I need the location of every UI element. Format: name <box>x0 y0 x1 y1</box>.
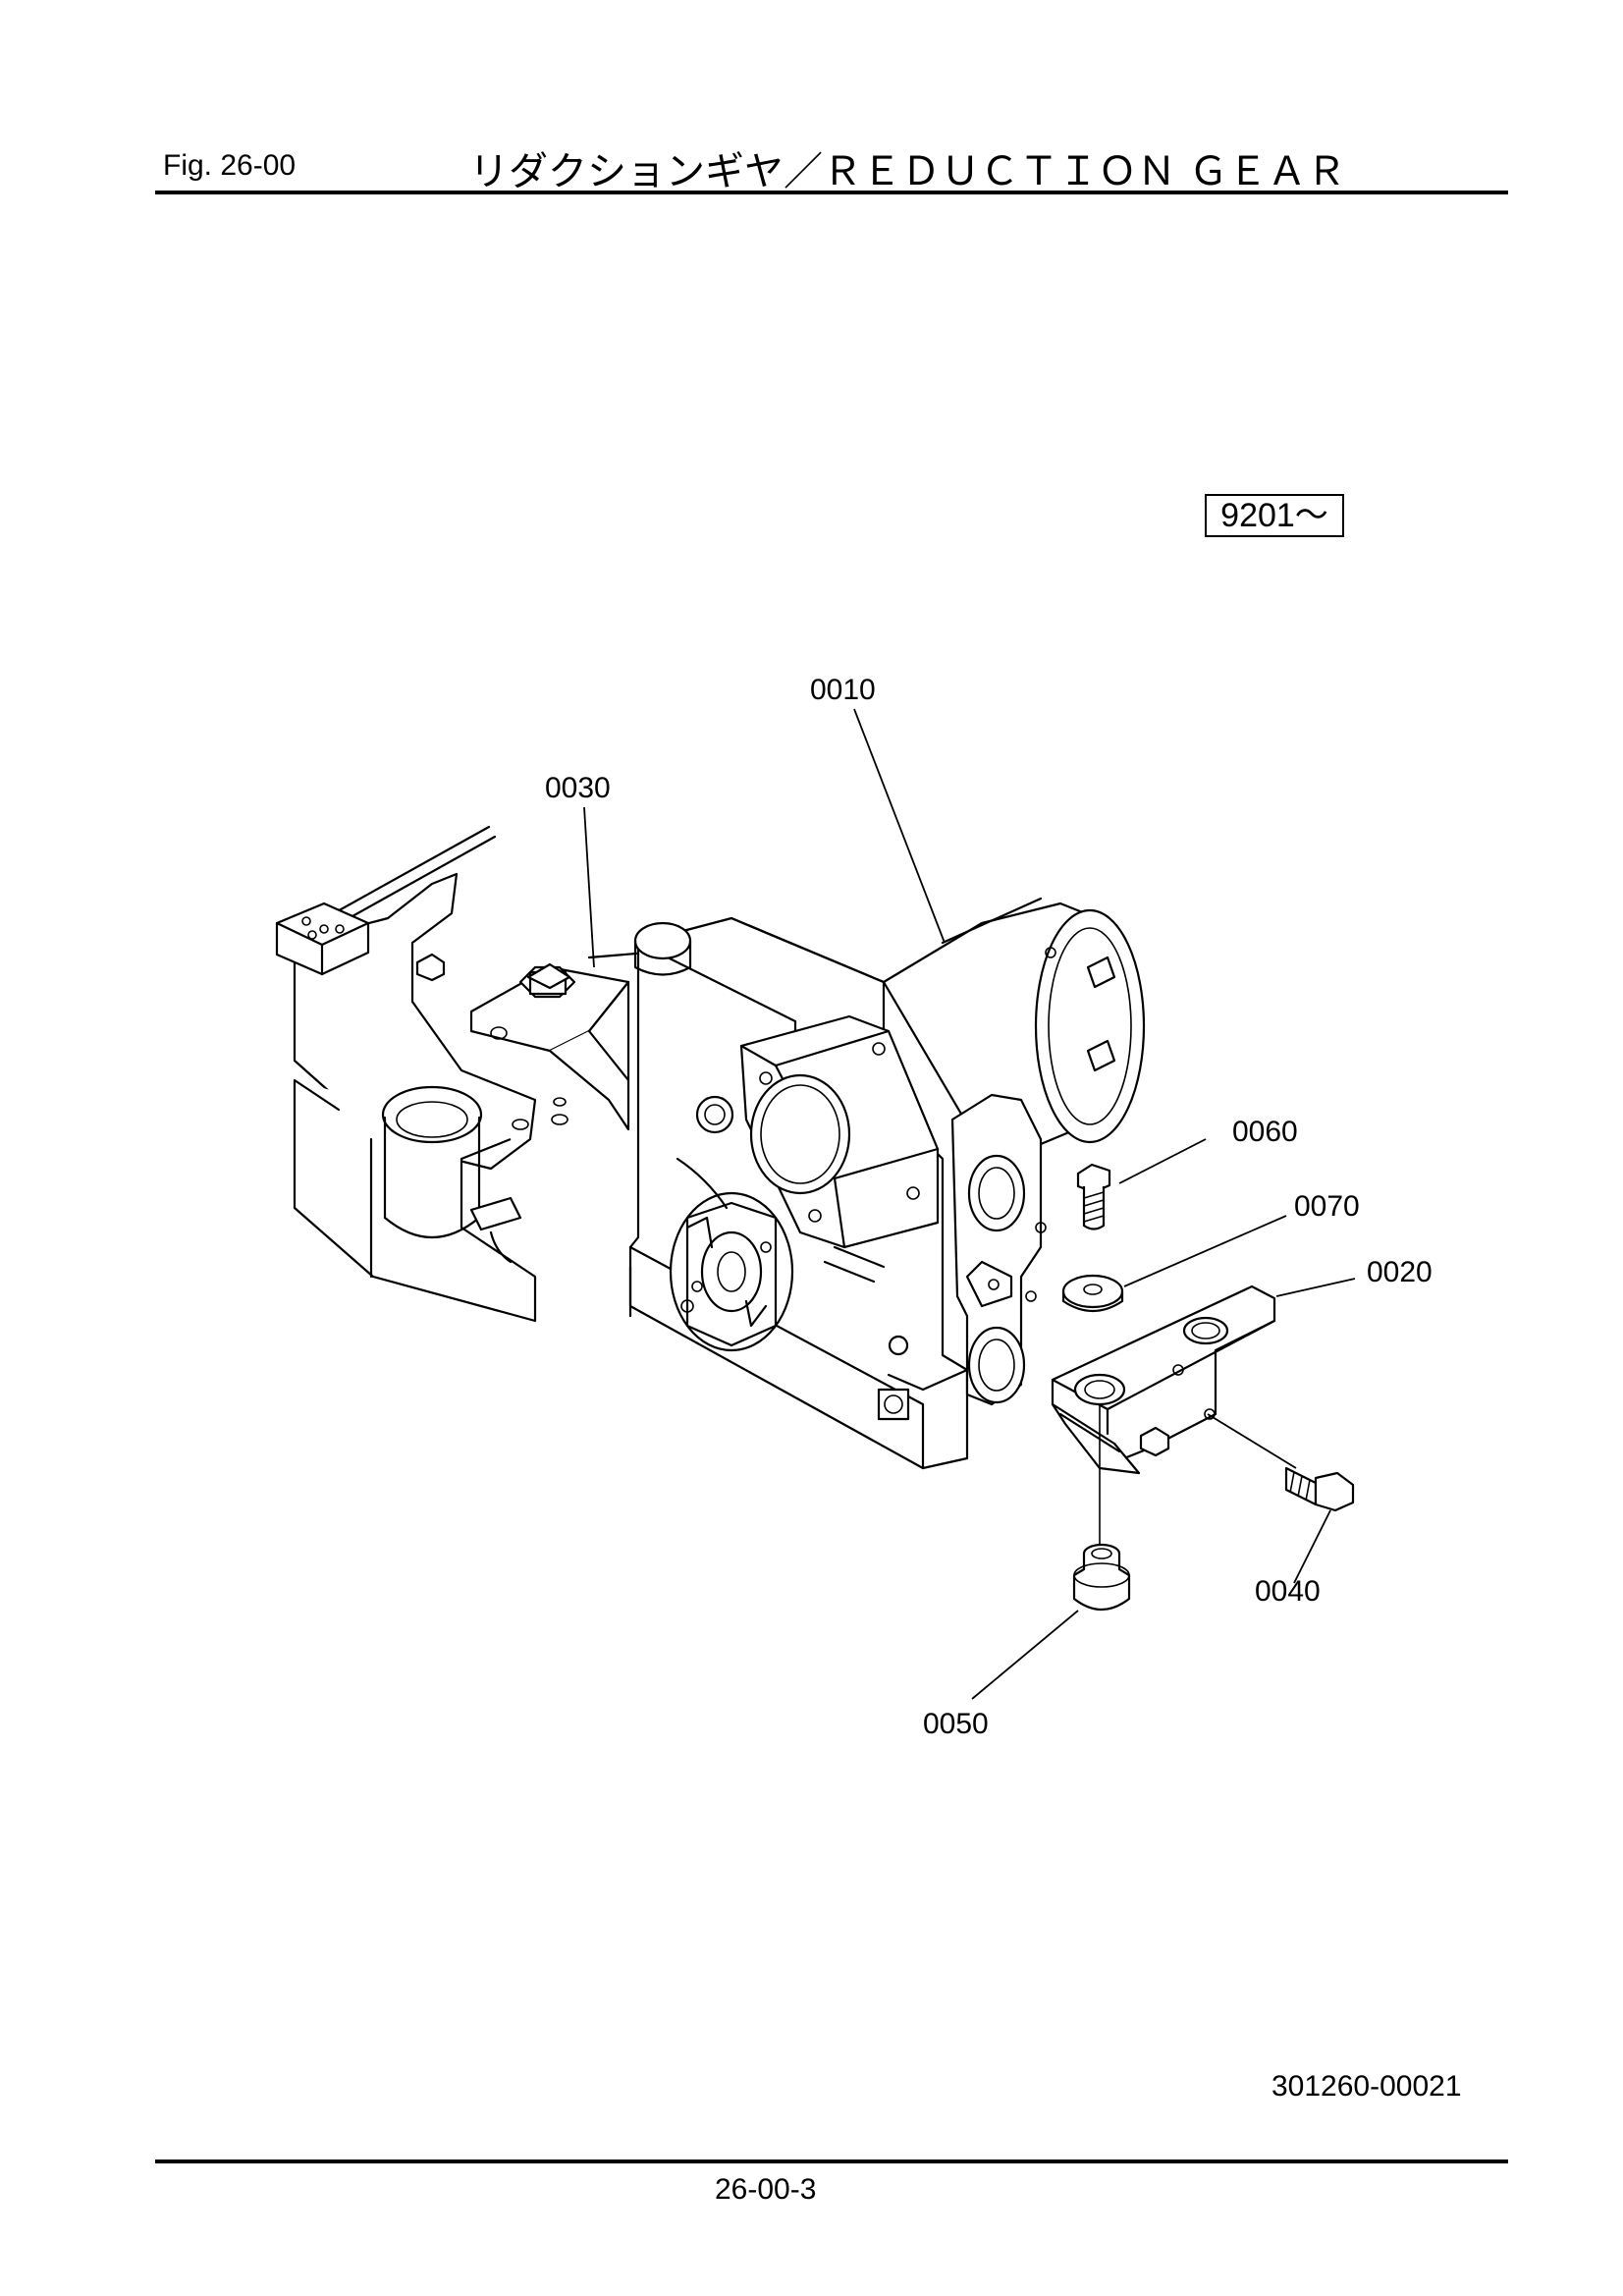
figure-number: Fig. 26-00 <box>163 149 297 182</box>
label-0060: 0060 <box>1232 1116 1298 1148</box>
drawing-number: 301260-00021 <box>1271 2070 1462 2103</box>
part-0040-bolt <box>1284 1466 1355 1512</box>
page-number: 26-00-3 <box>715 2173 817 2206</box>
part-0030-bracket <box>469 951 650 1131</box>
leader-lines <box>583 708 1356 1700</box>
part-0070-washer <box>1061 1274 1124 1312</box>
label-0020: 0020 <box>1367 1256 1433 1288</box>
part-0050-bushing <box>1072 1543 1131 1611</box>
part-0060-bolt <box>1076 1163 1111 1230</box>
label-0040: 0040 <box>1255 1575 1321 1608</box>
serial-range-box: 9201～ <box>1205 494 1344 537</box>
header-rule <box>155 191 1508 194</box>
frame-chassis <box>275 825 568 1323</box>
label-0050: 0050 <box>923 1708 989 1740</box>
part-labels: 0010 0030 0060 0070 0020 0040 0050 <box>545 674 1433 1740</box>
page-title: リダクションギヤ／ＲＥＤＵＣＴＩＯＮ ＧＥＡＲ <box>469 149 1346 194</box>
part-0010-gear-housing <box>628 897 1146 1470</box>
label-0010: 0010 <box>810 674 876 706</box>
label-0070: 0070 <box>1294 1190 1360 1223</box>
footer-rule <box>155 2159 1508 2163</box>
label-0030: 0030 <box>545 772 611 804</box>
part-0020-mounting-bracket <box>1051 1285 1276 1547</box>
